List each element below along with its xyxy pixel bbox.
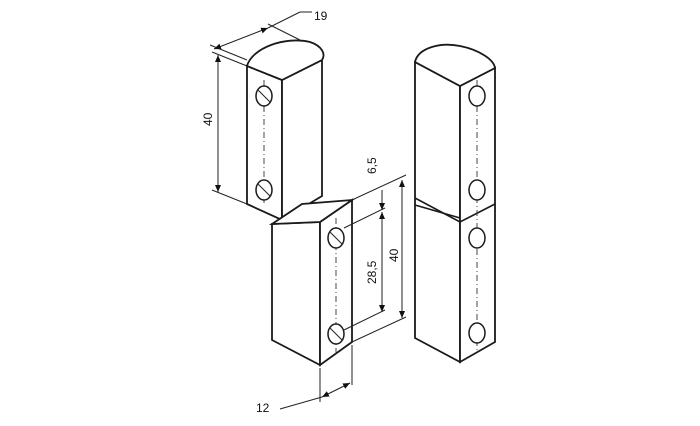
dimension-label: 12 <box>256 401 270 415</box>
assembled-hinge <box>413 43 496 364</box>
dimension-hole-layout: 6,5 28,5 40 <box>343 157 407 343</box>
dimension-label: 6,5 <box>365 157 379 174</box>
screw-hole <box>468 179 486 201</box>
dimension-label: 19 <box>314 9 328 23</box>
lower-hinge-leaf <box>268 198 356 367</box>
dimension-width-top: 19 <box>209 9 328 61</box>
screw-hole <box>468 85 486 107</box>
dimension-label: 28,5 <box>365 260 379 284</box>
dimension-height-upper: 40 <box>201 51 248 205</box>
dimension-label: 40 <box>387 248 401 262</box>
dimension-label: 40 <box>201 112 215 126</box>
screw-hole <box>468 227 486 249</box>
upper-hinge-leaf <box>245 39 325 222</box>
screw-hole <box>468 322 486 344</box>
dimension-thickness: 12 <box>256 345 353 415</box>
